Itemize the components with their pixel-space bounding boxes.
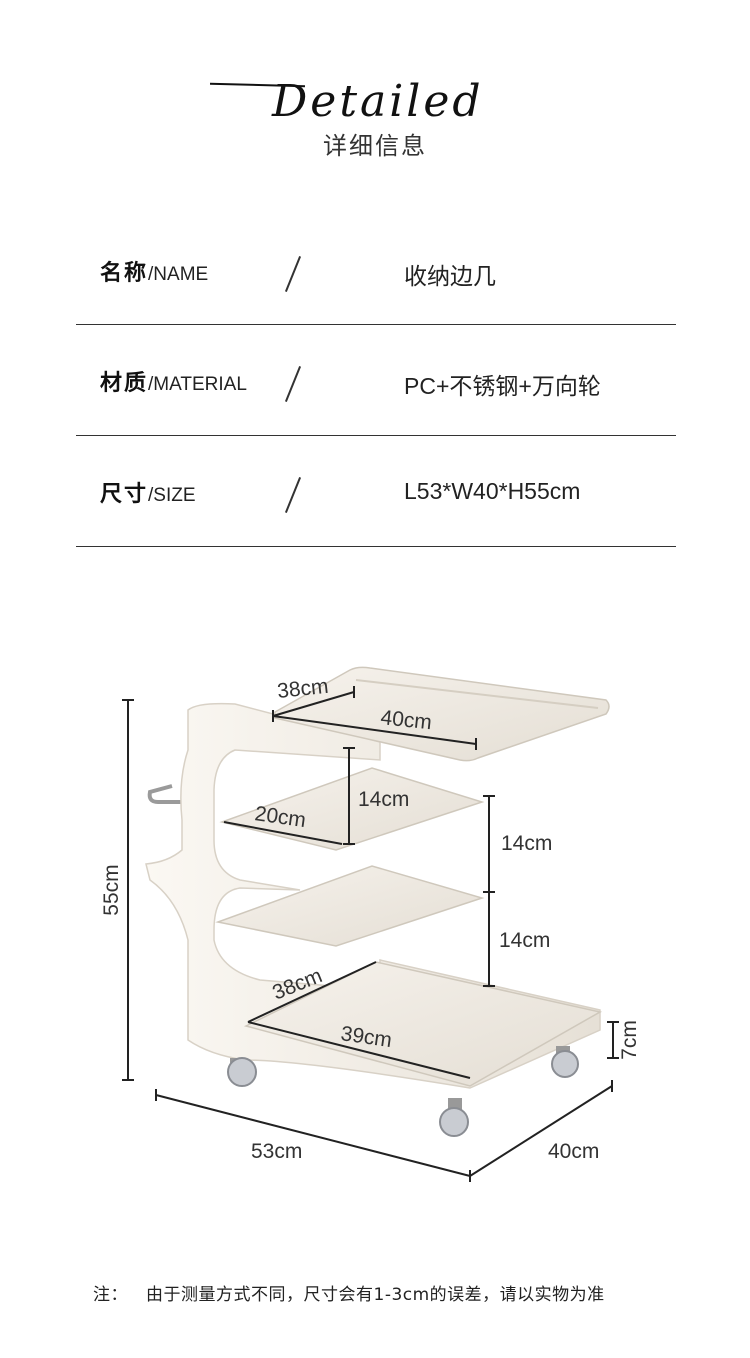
product-dimension-diagram: 38cm 40cm 14cm 20cm 14cm 14cm 55cm 38cm … (100, 666, 641, 1182)
measurement-note: 注： 由于测量方式不同，尺寸会有1-3cm的误差，请以实物为准 (93, 1280, 605, 1305)
handle-bar (147, 784, 186, 804)
tray-rim (355, 679, 599, 709)
dim-ticks (343, 747, 355, 845)
label-top-depth: 38cm (276, 675, 329, 703)
spec-row-size: 尺寸/SIZE L53*W40*H55cm (76, 436, 676, 547)
dim-line-top-width (272, 715, 477, 745)
slash-divider (284, 256, 302, 292)
dim-ticks (122, 699, 134, 1081)
dim-line-top-depth (272, 691, 355, 717)
spec-label-cn: 尺寸 (100, 482, 149, 507)
label-length: 53cm (251, 1140, 302, 1163)
spec-label-en: /SIZE (148, 485, 196, 506)
caster-wheel (439, 1098, 469, 1137)
dim-ticks (483, 795, 495, 987)
label-shelf-gap-1: 14cm (358, 788, 409, 811)
label-shelf-gap-2: 14cm (501, 832, 552, 855)
shelf-1 (219, 767, 485, 851)
label-height: 55cm (100, 864, 123, 915)
spec-value: L53*W40*H55cm (404, 478, 581, 504)
dim-line-shelf-depth (223, 821, 343, 845)
shelf-2 (215, 865, 485, 947)
label-width: 40cm (548, 1140, 599, 1163)
spec-row-material: 材质/MATERIAL PC+不锈钢+万向轮 (76, 325, 676, 436)
spec-label-cn: 名称 (100, 261, 149, 286)
spec-row-name: 名称/NAME 收纳边几 (76, 215, 676, 325)
slash-divider (284, 366, 302, 402)
dim-line-base-width (247, 1021, 471, 1079)
side-table-illustration (145, 666, 610, 1137)
caster-wheel (227, 1057, 257, 1087)
spec-value: PC+不锈钢+万向轮 (404, 373, 601, 399)
dim-line-width (469, 1085, 613, 1177)
spec-label-en: /MATERIAL (148, 374, 247, 395)
dim-ticks (607, 1021, 619, 1059)
caster-wheel (551, 1046, 579, 1078)
top-tray (274, 666, 610, 762)
script-title-text: Detailed (272, 76, 484, 127)
label-wheel-height: 7cm (618, 1020, 641, 1060)
note-text: 由于测量方式不同，尺寸会有1-3cm的误差，请以实物为准 (146, 1285, 605, 1305)
note-prefix: 注： (93, 1285, 128, 1305)
label-top-width: 40cm (379, 706, 432, 734)
dimension-lines (122, 686, 619, 1182)
label-shelf-gap-3: 14cm (499, 929, 550, 952)
spec-label: 尺寸/SIZE (100, 476, 196, 508)
spec-value: 收纳边几 (404, 263, 496, 289)
page-title: 详细信息 (323, 132, 427, 160)
spec-table: 名称/NAME 收纳边几 材质/MATERIAL PC+不锈钢+万向轮 尺寸/S… (76, 215, 676, 547)
slash-divider (284, 477, 302, 513)
spec-label: 名称/NAME (100, 255, 208, 287)
spec-label: 材质/MATERIAL (100, 365, 247, 397)
header: Detailed 详细信息 (0, 60, 750, 170)
spec-label-en: /NAME (148, 264, 209, 285)
dim-line-base-depth (247, 961, 377, 1023)
script-title: Detailed (209, 70, 481, 140)
dim-line-length (155, 1094, 471, 1177)
spec-label-cn: 材质 (100, 371, 149, 396)
